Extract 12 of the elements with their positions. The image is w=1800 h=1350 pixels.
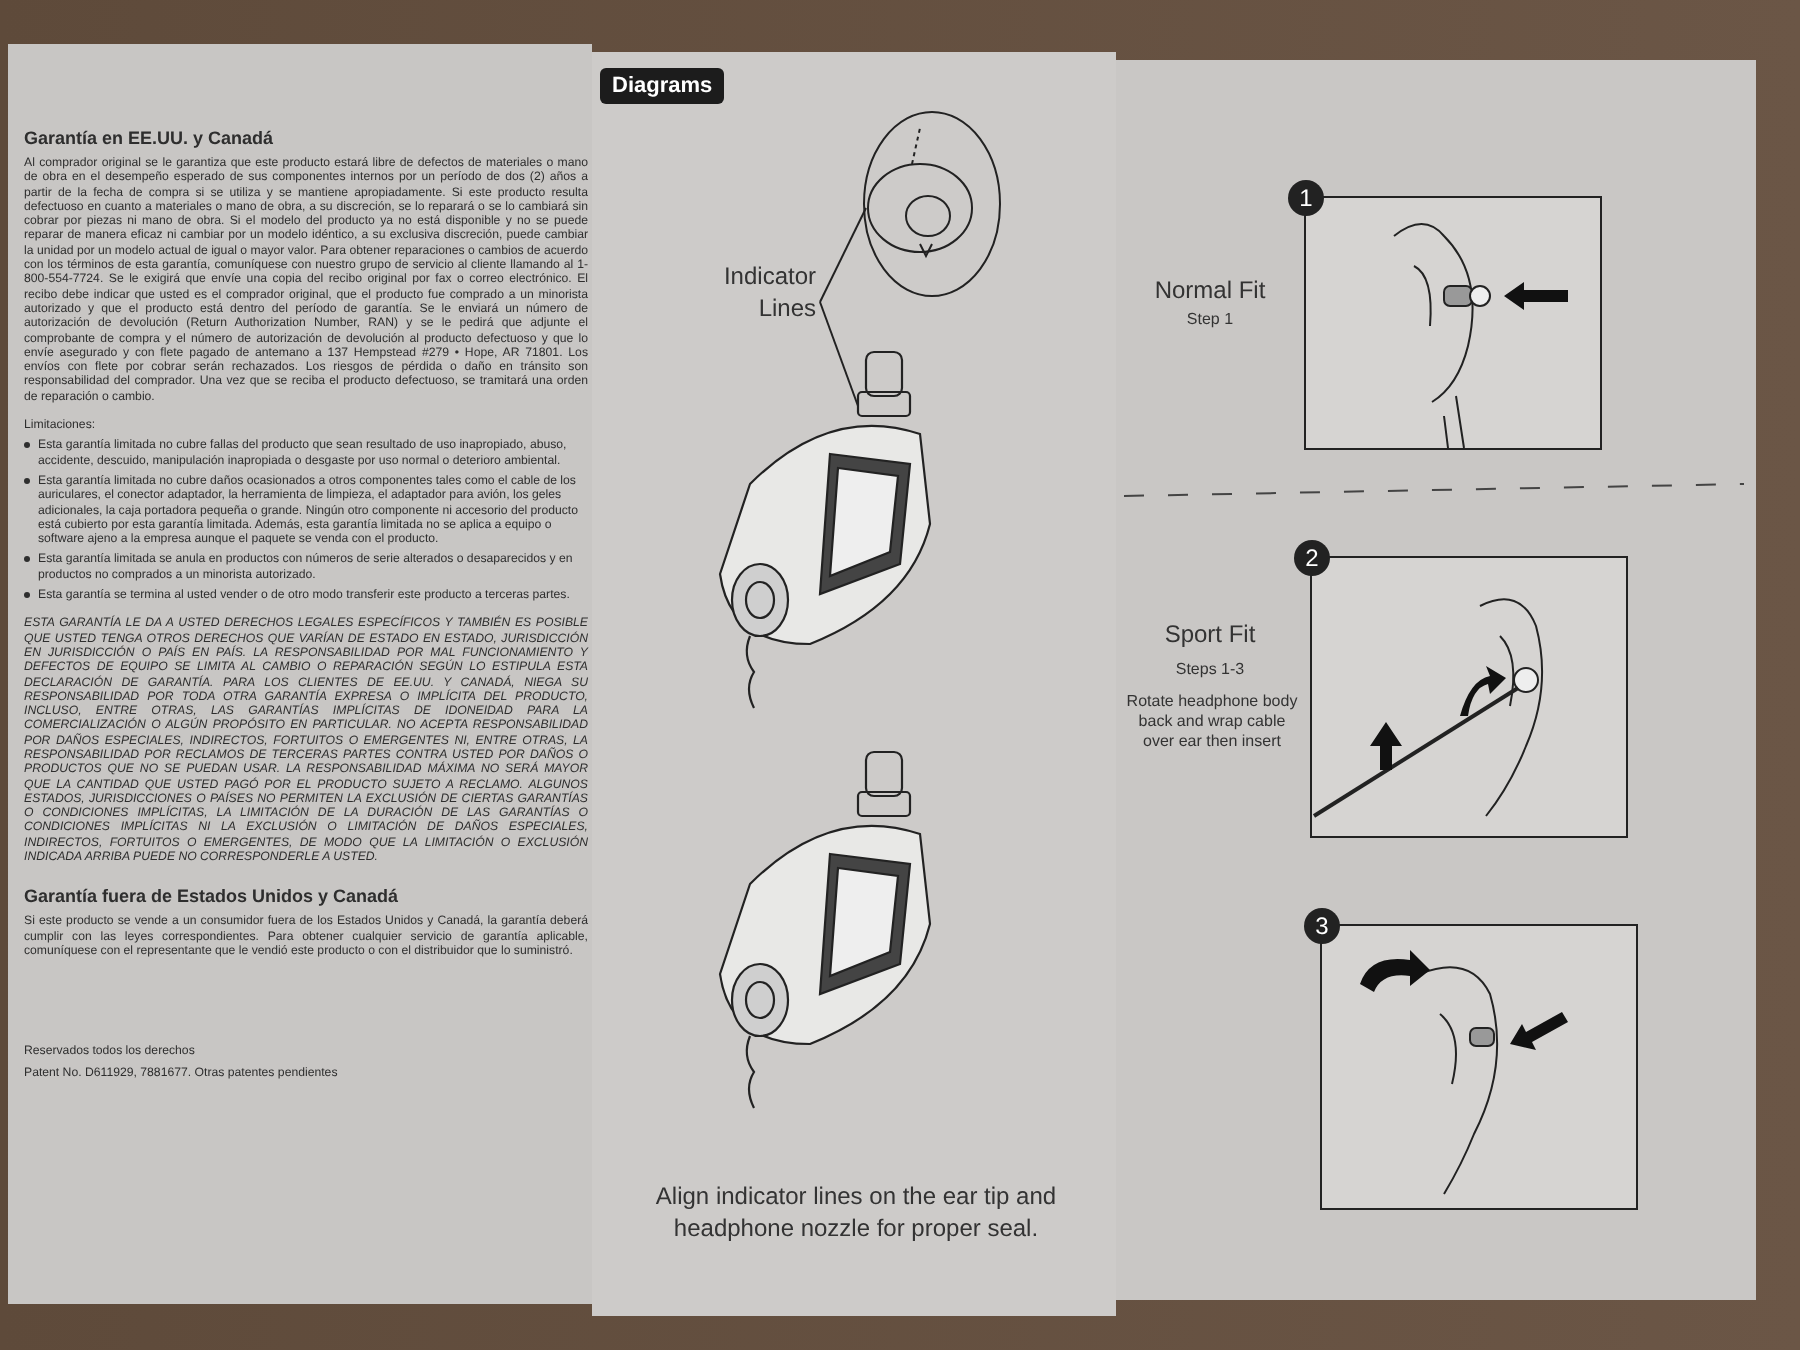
instruction-text: Rotate headphone body back and wrap cable over ear then insert bbox=[1124, 692, 1300, 752]
leader-line bbox=[819, 207, 867, 303]
section-heading: Garantía en EE.UU. y Canadá bbox=[24, 128, 276, 150]
section-heading: Garantía fuera de Estados Unidos y Canadá bbox=[24, 886, 401, 909]
leader-line bbox=[819, 301, 859, 407]
caption: Align indicator lines on the ear tip and headphone nozzle for proper seal. bbox=[653, 1180, 1059, 1244]
fit-title: Normal Fit bbox=[1152, 276, 1268, 306]
step-text: Steps 1-3 bbox=[1173, 660, 1247, 680]
callout-text: Indicator Lines bbox=[721, 260, 816, 324]
step-text: Step 1 bbox=[1184, 310, 1236, 330]
section-tab: Diagrams bbox=[600, 68, 725, 104]
fit-title: Sport Fit bbox=[1162, 620, 1258, 650]
